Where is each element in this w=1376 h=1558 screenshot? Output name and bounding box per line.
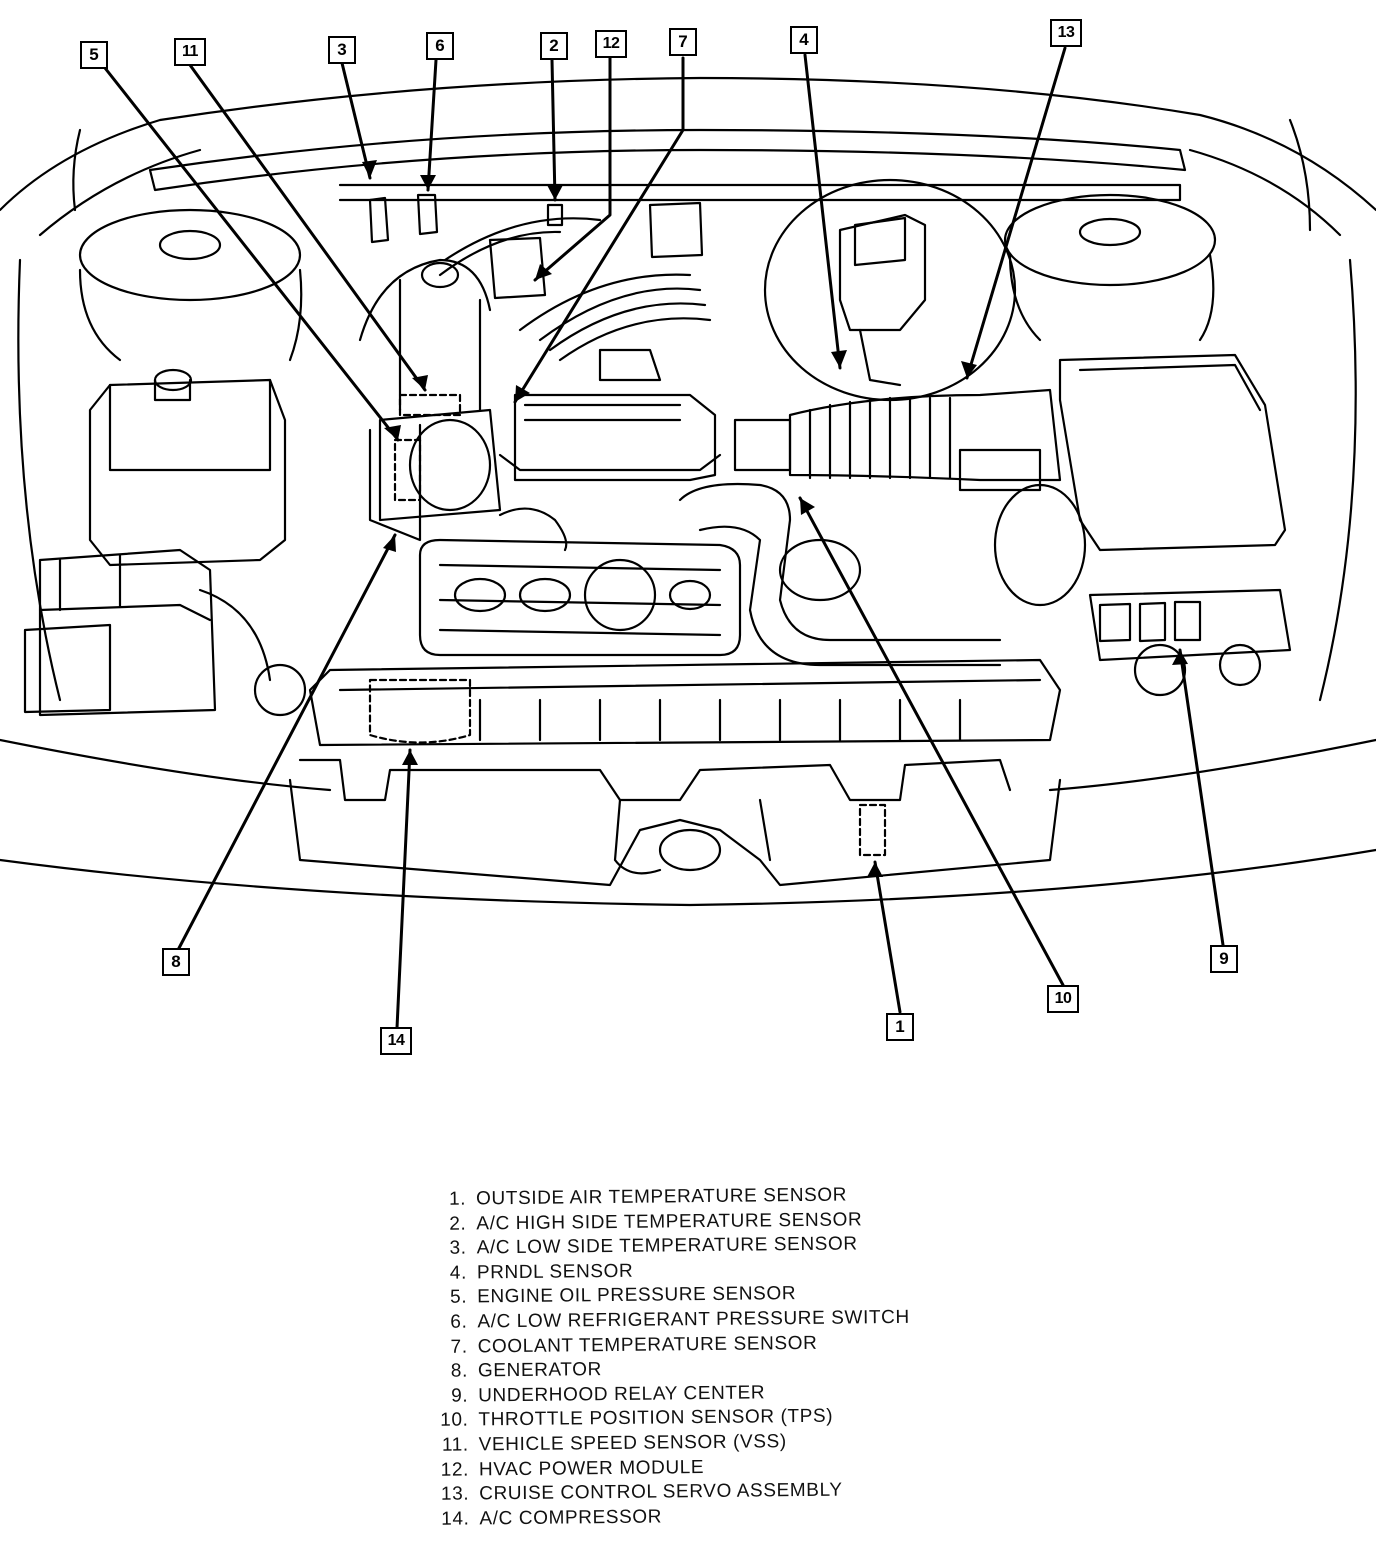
arrow-heads	[362, 160, 1188, 877]
legend-item: 14.A/C COMPRESSOR	[441, 1506, 663, 1530]
hood-and-fenders	[0, 76, 1376, 907]
callout-9: 9	[1210, 945, 1238, 973]
callout-14: 14	[380, 1027, 412, 1055]
air-intake-duct	[733, 388, 1062, 492]
legend-item: 13.CRUISE CONTROL SERVO ASSEMBLY	[440, 1479, 843, 1505]
radiator-support	[288, 658, 1062, 887]
cowl-panel	[148, 128, 1187, 202]
callout-7: 7	[669, 28, 697, 56]
coolant-reservoir	[88, 368, 287, 567]
battery	[23, 548, 307, 717]
intake-wiring	[438, 217, 712, 382]
callout-13: 13	[1050, 19, 1082, 47]
legend-item: 3.A/C LOW SIDE TEMPERATURE SENSOR	[449, 1233, 858, 1259]
callout-3: 3	[328, 36, 356, 64]
callout-12: 12	[595, 30, 627, 58]
hoses	[498, 482, 1002, 667]
generator	[358, 258, 502, 542]
cowl-sensors	[368, 193, 704, 300]
strut-towers	[78, 193, 1217, 362]
air-cleaner	[993, 353, 1287, 607]
engine-drawing	[0, 46, 1376, 1030]
legend: 1.OUTSIDE AIR TEMPERATURE SENSOR 2.A/C H…	[420, 1183, 912, 1532]
relay-center	[1088, 588, 1292, 697]
callout-6: 6	[426, 32, 454, 60]
brake-booster	[763, 178, 1017, 402]
engine-block	[418, 393, 742, 657]
callout-4: 4	[790, 26, 818, 54]
callout-8: 8	[162, 948, 190, 976]
legend-item: 6.A/C LOW REFRIGERANT PRESSURE SWITCH	[450, 1306, 910, 1333]
hidden-components	[368, 393, 887, 857]
callout-1: 1	[886, 1013, 914, 1041]
leader-lines	[103, 46, 1225, 1030]
callout-11: 11	[174, 38, 206, 66]
callout-10: 10	[1047, 985, 1079, 1013]
callout-5: 5	[80, 41, 108, 69]
callout-2: 2	[540, 32, 568, 60]
